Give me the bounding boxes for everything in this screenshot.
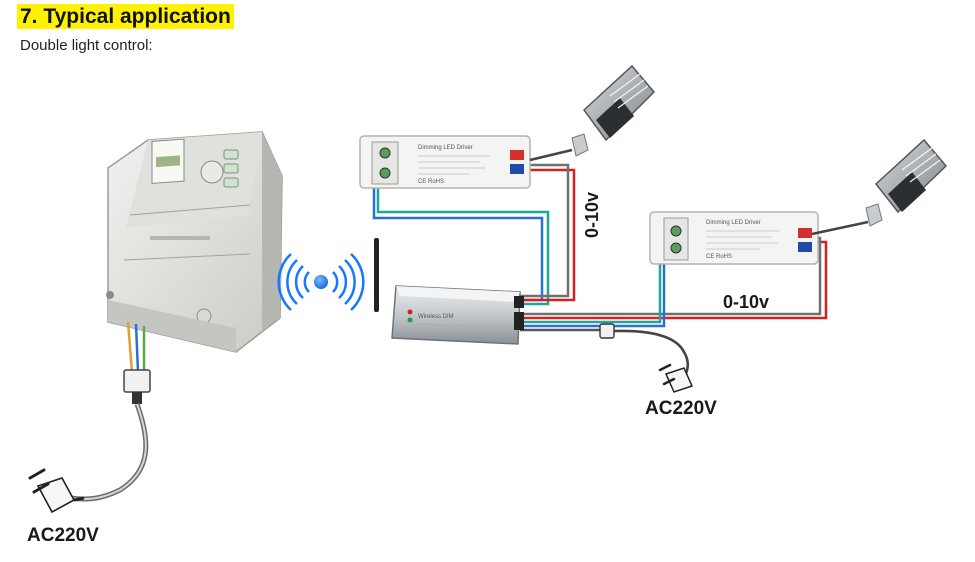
- svg-text:CE RoHS: CE RoHS: [418, 179, 444, 185]
- signal-label-lower: 0-10v: [723, 292, 769, 312]
- wireless-controller-icon: Wireless DIM: [374, 238, 524, 345]
- svg-text:Dimming LED Driver: Dimming LED Driver: [418, 145, 473, 151]
- power-plug-icon: [658, 363, 694, 393]
- svg-text:Dimming LED Driver: Dimming LED Driver: [706, 220, 761, 226]
- ac-label-right: AC220V: [645, 398, 717, 419]
- electric-meter-icon: [106, 131, 283, 353]
- left-power-cable: [69, 321, 151, 502]
- led-driver-icon: Dimming LED Driver CE RoHS: [359, 135, 531, 189]
- street-light-icon: [529, 64, 656, 162]
- signal-label-upper: 0-10v: [582, 192, 602, 238]
- power-plug-icon: [28, 468, 85, 514]
- right-power-cable: [599, 323, 690, 379]
- svg-text:CE RoHS: CE RoHS: [706, 254, 732, 260]
- led-driver-icon: Dimming LED Driver CE RoHS: [649, 211, 819, 265]
- svg-text:Wireless DIM: Wireless DIM: [418, 314, 454, 320]
- section-heading: 7. Typical application: [17, 4, 234, 29]
- section-subtitle: Double light control:: [20, 37, 153, 54]
- street-light-icon: [811, 138, 948, 236]
- ac-label-left: AC220V: [27, 525, 99, 546]
- wireless-signal-icon: [277, 253, 365, 311]
